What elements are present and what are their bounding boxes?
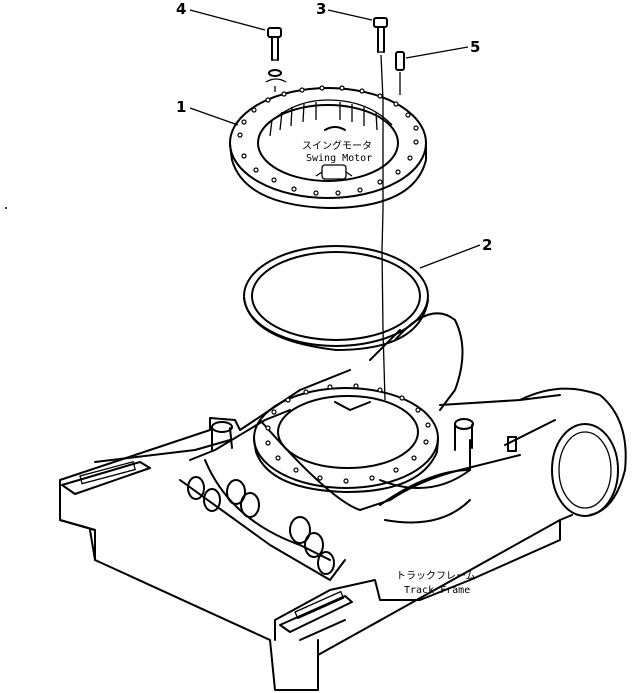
- svg-text:3: 3: [316, 0, 326, 18]
- swing-motor-label-jp: スイングモータ: [302, 139, 372, 152]
- svg-text:1: 1: [176, 98, 186, 116]
- center-crossmember: [179, 409, 521, 581]
- svg-text:2: 2: [482, 236, 492, 254]
- callout-4: 4: [176, 0, 266, 31]
- callout-1: 1: [176, 98, 239, 126]
- track-frame-label-jp: トラックフレーム: [396, 570, 476, 582]
- dowel-pin-part-5: [395, 51, 405, 71]
- seal-ring-part-2: [243, 245, 429, 351]
- callout-5: 5: [405, 38, 480, 59]
- callout-2: 2: [419, 236, 492, 269]
- swing-motor-label-en: Swing Motor: [306, 153, 372, 164]
- swing-circle-part-1: [229, 85, 427, 209]
- scan-dot: [5, 207, 7, 209]
- frame-mount-flange: [253, 383, 439, 493]
- callout-3: 3: [316, 0, 373, 21]
- svg-text:5: 5: [470, 38, 480, 56]
- track-frame-label-en: Track Frame: [404, 585, 470, 596]
- svg-text:4: 4: [176, 0, 186, 18]
- bolt-part-3: [373, 17, 388, 53]
- alignment-line: [380, 54, 386, 401]
- track-frame: [59, 369, 627, 691]
- bolt-part-4: [265, 27, 287, 92]
